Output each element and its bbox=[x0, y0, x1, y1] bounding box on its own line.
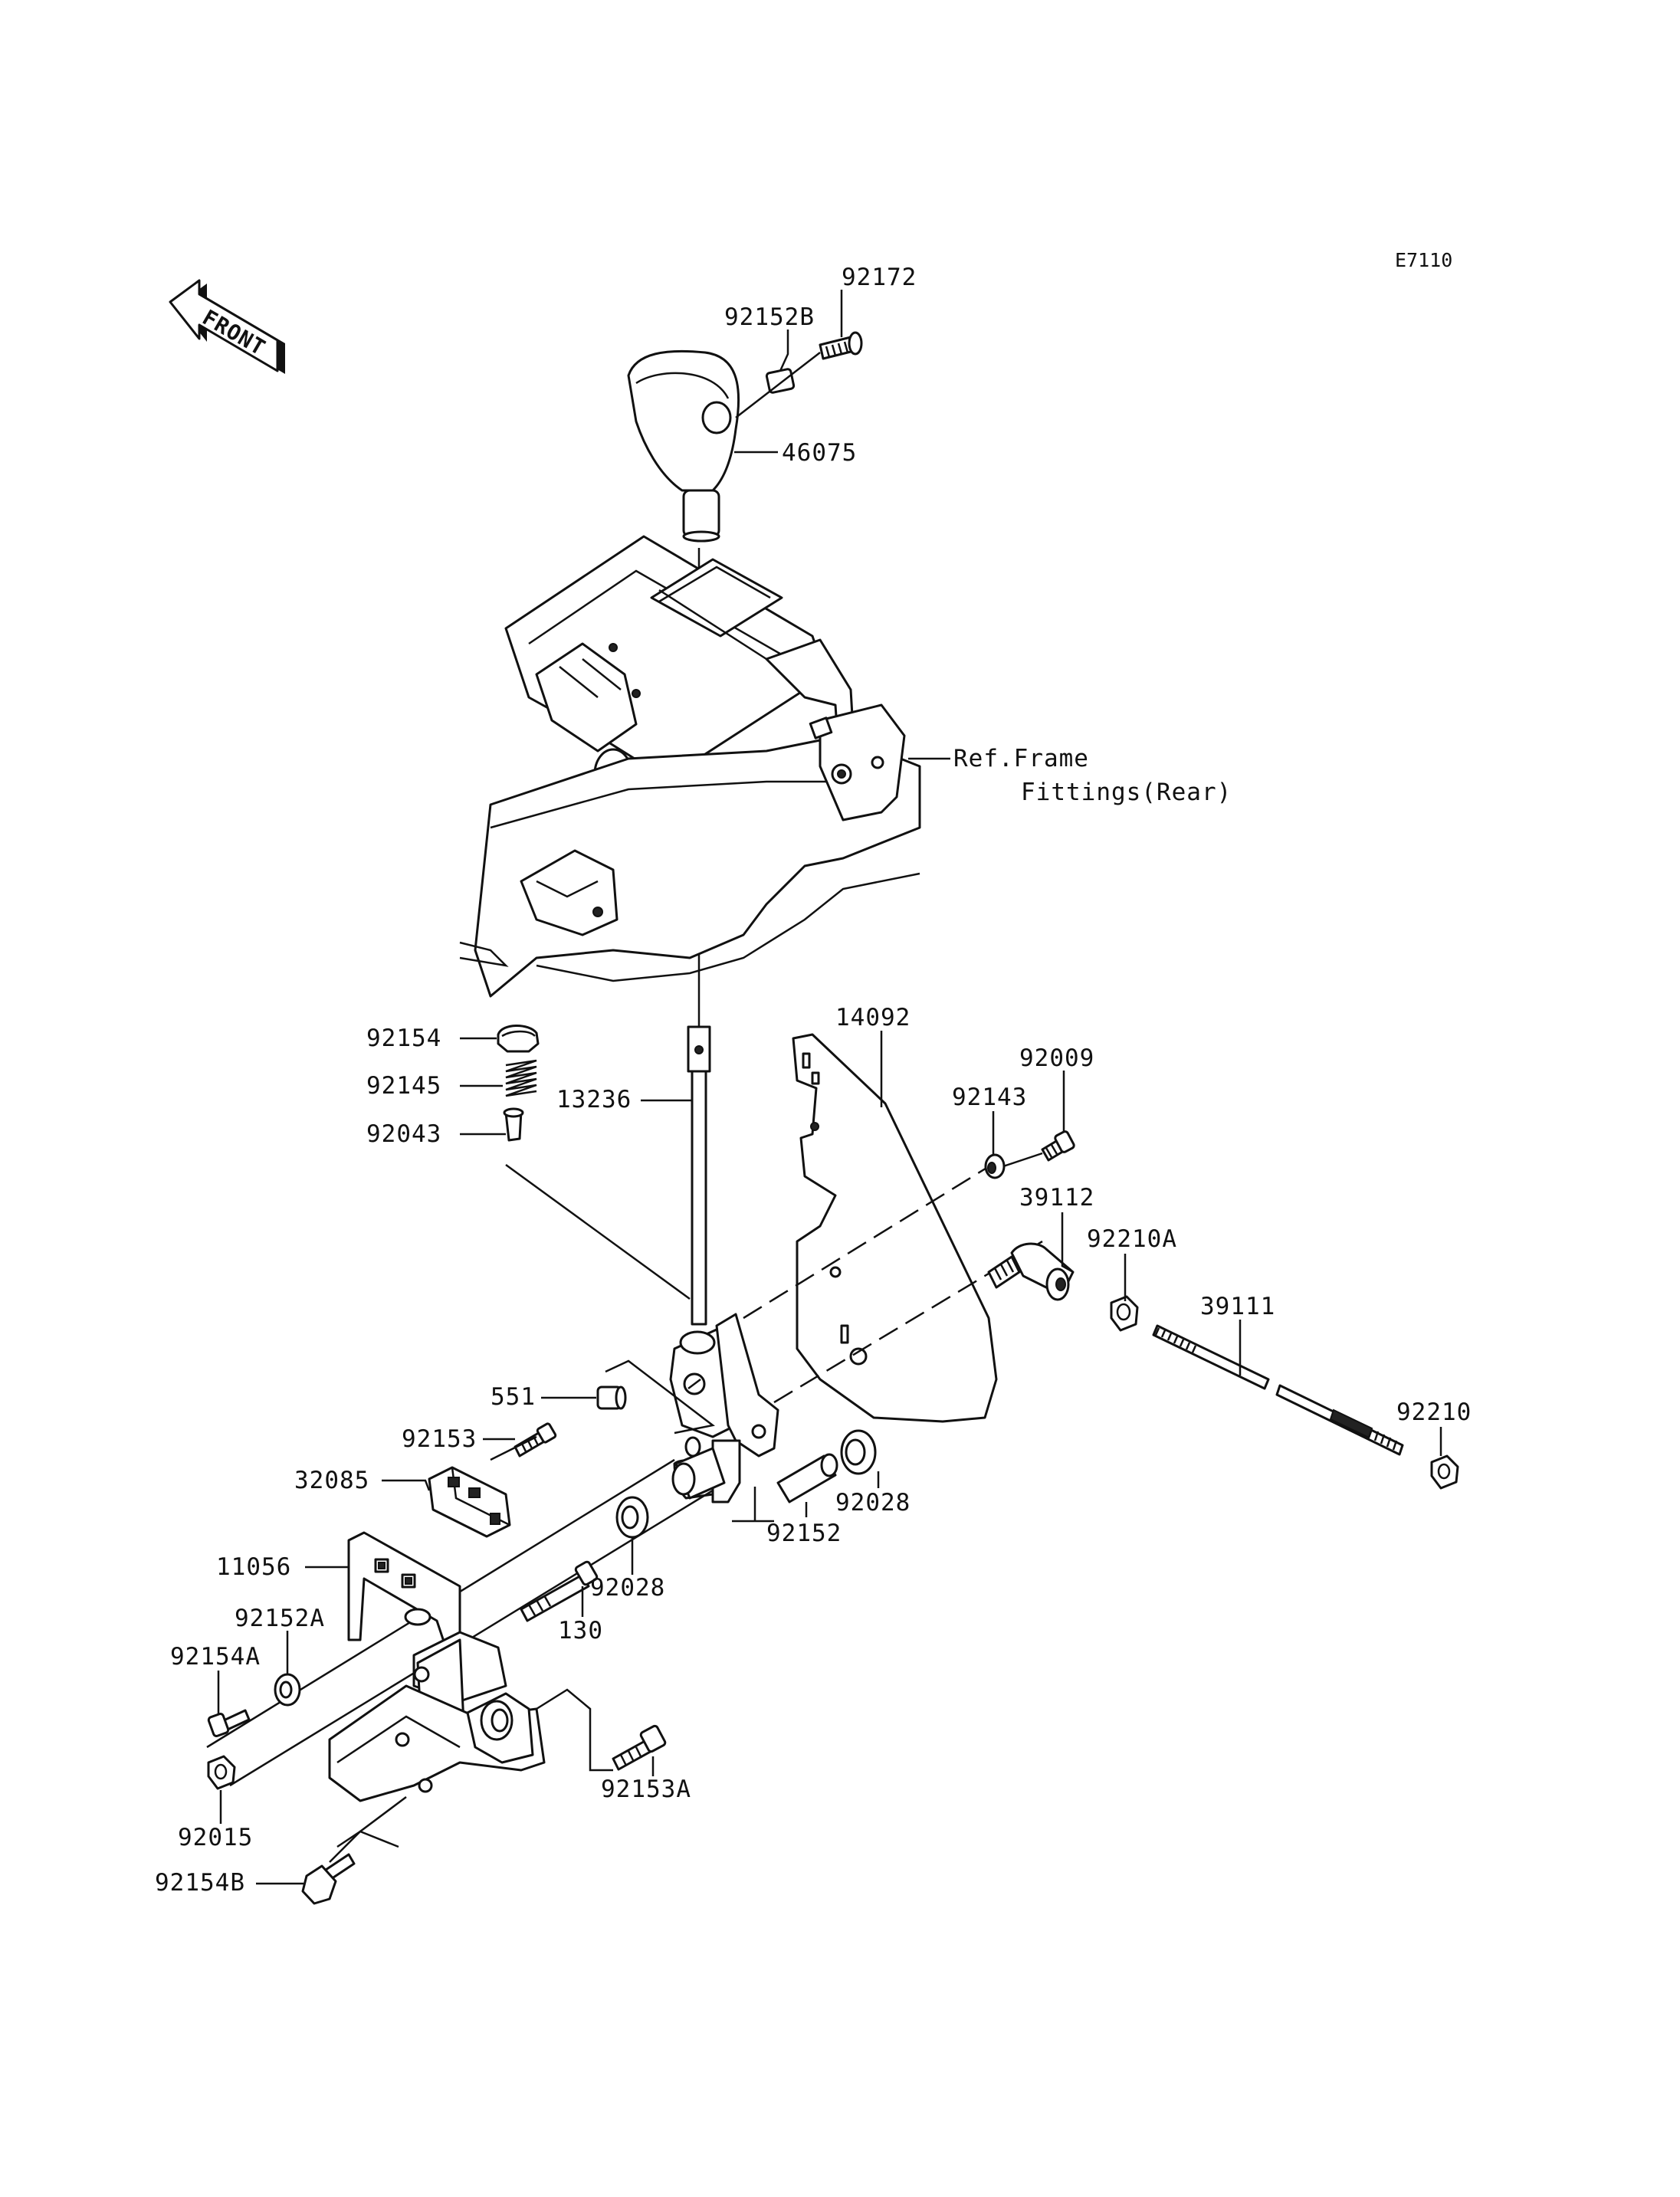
plug-92154 bbox=[497, 1025, 540, 1053]
part-label-92210A[interactable]: 92210A bbox=[1087, 1225, 1177, 1253]
collar-center bbox=[671, 1447, 726, 1500]
screw-92172 bbox=[819, 331, 863, 360]
part-label-92028-left[interactable]: 92028 bbox=[590, 1574, 665, 1602]
part-label-92043[interactable]: 92043 bbox=[366, 1120, 441, 1148]
part-label-92009[interactable]: 92009 bbox=[1019, 1044, 1094, 1072]
part-label-551[interactable]: 551 bbox=[491, 1383, 536, 1411]
nut-92210 bbox=[1430, 1454, 1459, 1490]
part-label-92154B[interactable]: 92154B bbox=[155, 1869, 245, 1897]
spring-92145 bbox=[505, 1059, 537, 1097]
collar-92152 bbox=[776, 1453, 838, 1503]
detent-axis-line bbox=[505, 1163, 691, 1300]
frame-fittings bbox=[459, 535, 921, 998]
pin-92043 bbox=[503, 1107, 524, 1142]
part-label-92028-right[interactable]: 92028 bbox=[835, 1489, 911, 1517]
nut-92210A bbox=[1110, 1295, 1139, 1332]
part-label-92172[interactable]: 92172 bbox=[842, 264, 917, 291]
ref-frame-line2: Fittings(Rear) bbox=[1021, 779, 1232, 806]
part-label-92154A[interactable]: 92154A bbox=[170, 1643, 261, 1671]
pin-551-bracket-line bbox=[605, 1359, 715, 1435]
rod-39111 bbox=[1152, 1324, 1404, 1456]
bracket-bolt-leader bbox=[536, 1688, 613, 1772]
diagram-code: E7110 bbox=[1395, 249, 1452, 271]
part-label-92143[interactable]: 92143 bbox=[952, 1084, 1027, 1111]
part-label-92145[interactable]: 92145 bbox=[366, 1072, 441, 1100]
ref-frame-line1: Ref.Frame bbox=[953, 745, 1089, 772]
part-label-92154[interactable]: 92154 bbox=[366, 1025, 441, 1052]
part-label-92152B[interactable]: 92152B bbox=[724, 303, 815, 331]
shift-rod bbox=[687, 1025, 711, 1326]
part-label-13236[interactable]: 13236 bbox=[556, 1086, 632, 1113]
pin-551 bbox=[596, 1385, 627, 1410]
block-32085 bbox=[428, 1466, 511, 1538]
bolt-92154B-axis bbox=[329, 1796, 407, 1863]
bolt-92009 bbox=[1041, 1130, 1075, 1162]
part-label-39111[interactable]: 39111 bbox=[1200, 1293, 1275, 1320]
part-label-92015[interactable]: 92015 bbox=[178, 1824, 253, 1851]
part-label-11056[interactable]: 11056 bbox=[216, 1553, 291, 1581]
washer-92143 bbox=[984, 1153, 1006, 1179]
part-label-39112[interactable]: 39112 bbox=[1019, 1184, 1094, 1212]
part-label-92153[interactable]: 92153 bbox=[402, 1425, 477, 1453]
part-label-92152A[interactable]: 92152A bbox=[235, 1605, 325, 1632]
collar-92152A bbox=[274, 1673, 301, 1707]
tie-rod-end-39112 bbox=[987, 1242, 1075, 1301]
leader-lines bbox=[217, 290, 1442, 1885]
bolt-92153 bbox=[514, 1422, 557, 1458]
washer-92028-left bbox=[615, 1496, 649, 1539]
bolt-92154A bbox=[207, 1709, 251, 1738]
collar-92152B bbox=[765, 368, 796, 394]
bolt-line-upper bbox=[743, 1156, 1005, 1320]
bolt-92154B-bracket bbox=[336, 1830, 399, 1848]
part-label-46075[interactable]: 46075 bbox=[782, 439, 857, 467]
front-label: FRONT bbox=[199, 304, 271, 360]
part-label-92152[interactable]: 92152 bbox=[766, 1520, 842, 1547]
bolt-92153A bbox=[612, 1724, 667, 1771]
bolt-92154B bbox=[301, 1853, 356, 1905]
bolt-130 bbox=[520, 1560, 599, 1622]
part-label-92210[interactable]: 92210 bbox=[1396, 1399, 1472, 1426]
bolt-92153-axis bbox=[490, 1435, 537, 1461]
knob-axis-line bbox=[735, 352, 821, 418]
shift-knob bbox=[627, 349, 740, 543]
part-label-32085[interactable]: 32085 bbox=[294, 1467, 369, 1494]
part-label-130[interactable]: 130 bbox=[558, 1617, 603, 1644]
washer-92028-right bbox=[840, 1429, 877, 1475]
nut-92015 bbox=[207, 1755, 236, 1790]
part-label-92153A[interactable]: 92153A bbox=[601, 1776, 691, 1803]
front-arrow-icon: FRONT bbox=[169, 279, 285, 374]
part-label-14092[interactable]: 14092 bbox=[835, 1004, 911, 1031]
gate-plate bbox=[792, 1033, 998, 1423]
bracket-11056 bbox=[328, 1531, 546, 1802]
